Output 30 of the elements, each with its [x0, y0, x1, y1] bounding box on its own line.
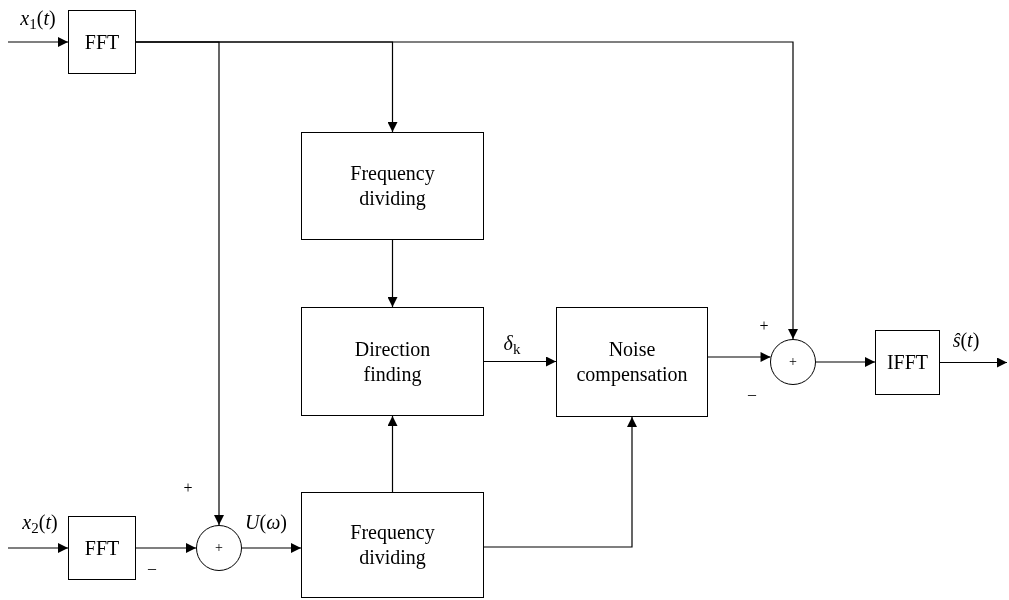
- sign-label: –: [148, 560, 156, 576]
- process-box: FFT: [68, 10, 136, 74]
- process-box: Frequency dividing: [301, 492, 484, 598]
- sign-label: –: [748, 386, 756, 402]
- summing-junction: +: [770, 339, 816, 385]
- signal-label: x$_{1}$(t): [19, 8, 57, 28]
- arrow: [135, 543, 197, 553]
- arrow: [939, 357, 1008, 368]
- process-box: IFFT: [875, 330, 940, 395]
- process-box: Noise compensation: [556, 307, 708, 417]
- signal-label: x$_{2}$(t): [21, 512, 59, 532]
- arrow: [135, 41, 798, 340]
- arrow: [815, 357, 876, 367]
- arrow: [387, 239, 398, 308]
- arrow: [387, 415, 398, 493]
- process-box: FFT: [68, 516, 136, 580]
- arrow: [241, 543, 302, 553]
- signal-label: ŝ(t): [951, 330, 981, 350]
- signal-label: U(ω): [244, 512, 288, 532]
- sign-label: +: [759, 318, 769, 334]
- arrow: [483, 356, 557, 367]
- arrow: [483, 416, 637, 548]
- signal-label: δ$_{k}$: [502, 333, 522, 353]
- sign-label: +: [183, 480, 193, 496]
- arrow: [7, 543, 69, 553]
- arrow: [707, 352, 772, 362]
- summing-junction: +: [196, 525, 242, 571]
- process-box: Direction finding: [301, 307, 484, 416]
- arrow: [7, 37, 69, 47]
- process-box: Frequency dividing: [301, 132, 484, 240]
